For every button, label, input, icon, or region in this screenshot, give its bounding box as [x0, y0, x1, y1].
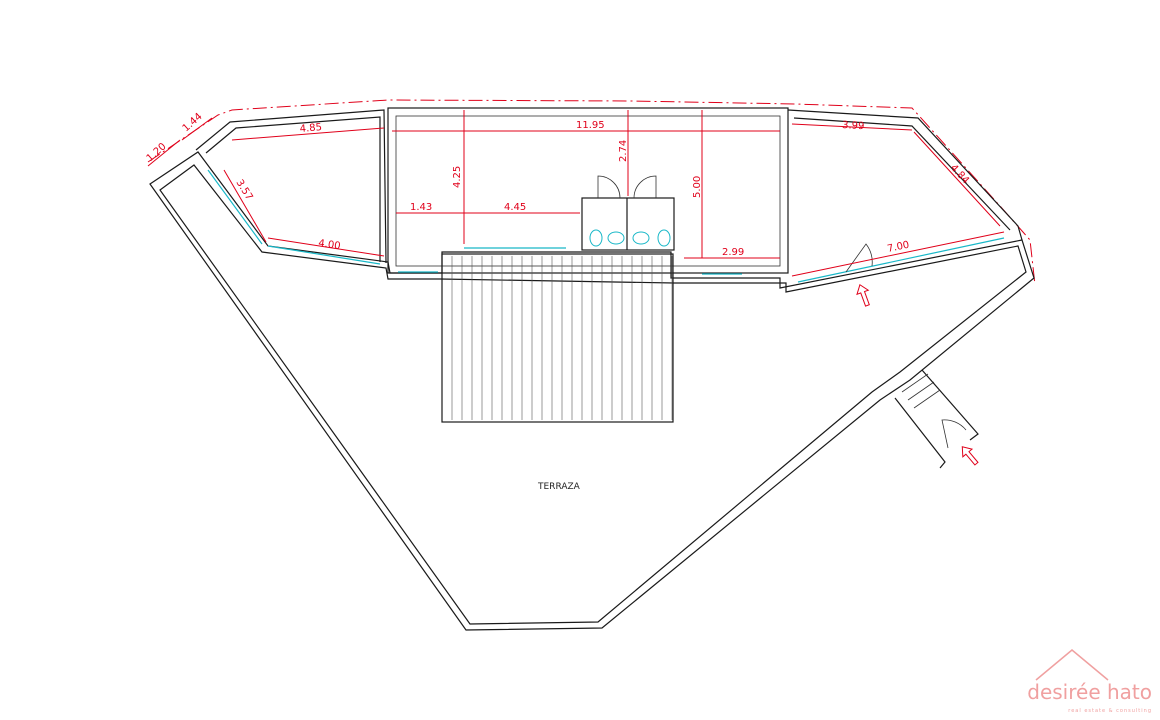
- property-boundary: [147, 99, 1036, 286]
- dim-label-400: 4.00: [318, 238, 342, 252]
- dim-label-144: 1.44: [181, 111, 205, 134]
- dim-label-445: 4.45: [504, 202, 526, 213]
- dimensions: [147, 110, 1005, 277]
- side-entrance: [894, 369, 979, 469]
- door-swing-icon: [633, 175, 657, 199]
- brand-name: desirée hato: [1027, 680, 1152, 704]
- door-swing-icon: [941, 419, 967, 449]
- wooden-deck: [441, 253, 674, 423]
- dim-label-357: 3.57: [233, 178, 254, 203]
- bathrooms: [581, 175, 675, 251]
- deck-outline: [441, 253, 674, 423]
- room-right-glazing: [797, 237, 1005, 283]
- room-middle: [387, 107, 789, 275]
- room-right: [787, 109, 1023, 283]
- terrace-label: TERRAZA: [537, 482, 581, 492]
- room-left-wall-top: [195, 109, 387, 264]
- dim-label-143: 1.43: [410, 202, 432, 213]
- room-left-glazing: [207, 169, 263, 245]
- room-left: [195, 109, 387, 265]
- room-left-glazing-2: [267, 245, 381, 265]
- dim-label-274: 2.74: [618, 140, 629, 162]
- room-right-wall-top-inner: [793, 117, 1011, 231]
- stair-step: [913, 389, 941, 409]
- door-swing-icon: [845, 243, 873, 273]
- room-right-wall-top: [787, 109, 1023, 241]
- stair-step: [901, 373, 929, 393]
- entrance-arrow-icon: [856, 283, 870, 307]
- dim-label-700: 7.00: [886, 240, 910, 255]
- bathroom-block: [581, 197, 675, 251]
- terrace-wall-inner: [159, 164, 1027, 625]
- room-middle-outer: [387, 107, 789, 274]
- side-entrance-wall-2: [921, 369, 979, 441]
- dim-label-485: 4.85: [299, 122, 322, 135]
- side-entrance-wall: [894, 397, 946, 469]
- dim-label-484: 4.84: [948, 163, 971, 187]
- stair-step: [907, 381, 935, 401]
- dim-label-425: 4.25: [452, 166, 463, 188]
- door-swing-icon: [597, 175, 621, 199]
- deck-slats: [451, 256, 673, 420]
- brand-logo: desirée hato real estate & consulting: [952, 644, 1152, 714]
- dim-label-399: 3.99: [842, 120, 865, 132]
- dim-label-299: 2.99: [722, 247, 744, 258]
- room-middle-inner: [395, 115, 781, 267]
- boundary-line: [147, 99, 1036, 286]
- brand-tagline: real estate & consulting: [1068, 708, 1152, 714]
- house-roof-icon: [1035, 649, 1109, 681]
- dim-label-1195: 11.95: [576, 120, 605, 131]
- terrace-wall-outer: [149, 151, 1035, 631]
- dim-label-500: 5.00: [692, 176, 703, 198]
- dimension-labels: 1.20 1.44 4.85 3.57 4.00 11.95 4.25 2.74…: [145, 111, 971, 258]
- toilet-icon: [589, 229, 671, 247]
- entrance-arrow-icon: [961, 446, 979, 466]
- room-left-wall-top-inner: [205, 116, 381, 262]
- terrace-outline: [149, 151, 1035, 631]
